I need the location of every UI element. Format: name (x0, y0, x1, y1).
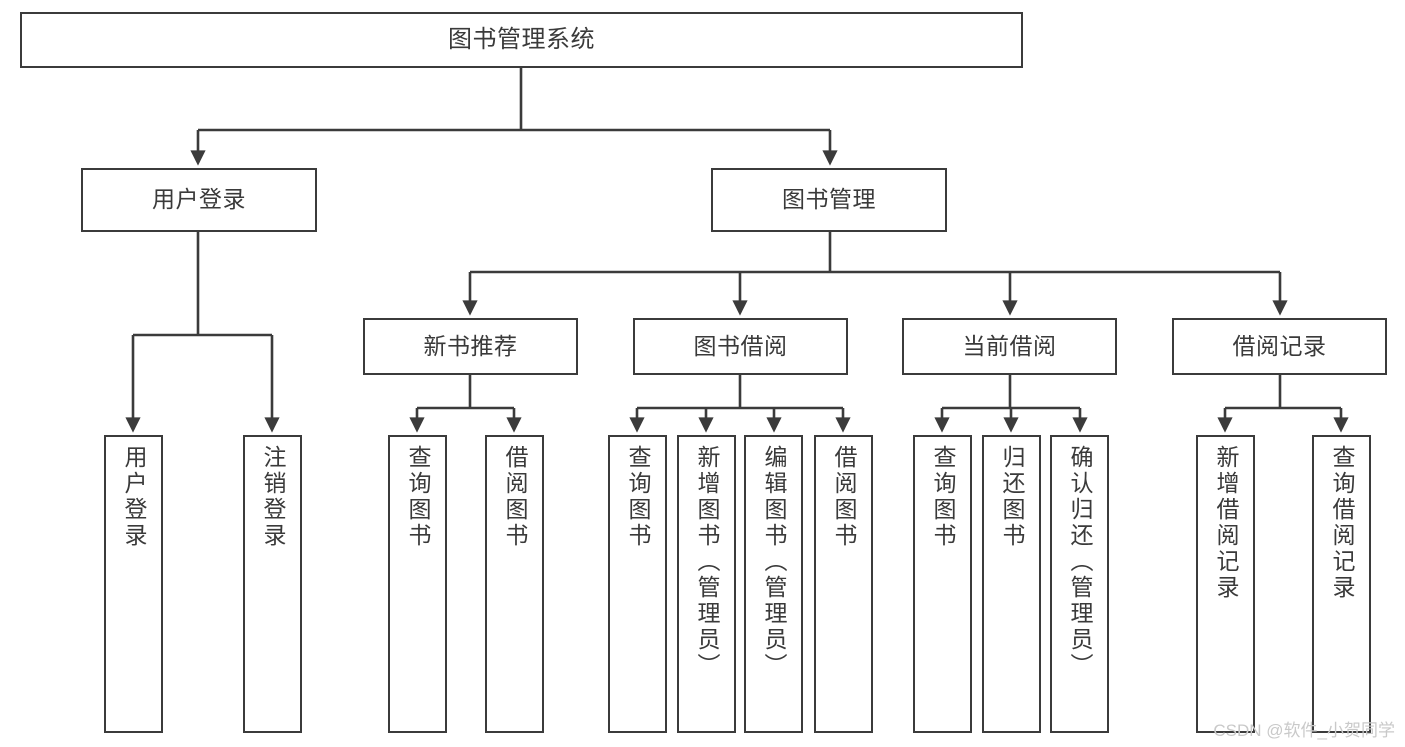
leaf-book-borrow-edit[interactable]: 编辑图书（管理员） (744, 435, 803, 733)
leaf-book-borrow-borrow[interactable]: 借阅图书 (814, 435, 873, 733)
node-root[interactable]: 图书管理系统 (20, 12, 1023, 68)
leaf-current-borrow-query-label: 查询图书 (930, 445, 956, 549)
leaf-book-borrow-add[interactable]: 新增图书（管理员） (677, 435, 736, 733)
leaf-user-login-logout[interactable]: 注销登录 (243, 435, 302, 733)
leaf-current-borrow-confirm-return[interactable]: 确认归还（管理员） (1050, 435, 1109, 733)
node-new-book-recommend[interactable]: 新书推荐 (363, 318, 578, 375)
node-book-management[interactable]: 图书管理 (711, 168, 947, 232)
node-new-book-recommend-label: 新书推荐 (423, 332, 518, 359)
node-book-borrow[interactable]: 图书借阅 (633, 318, 848, 375)
node-root-label: 图书管理系统 (448, 25, 595, 53)
leaf-borrow-record-add-label: 新增借阅记录 (1213, 445, 1239, 601)
leaf-user-login-logout-label: 注销登录 (260, 445, 286, 549)
leaf-new-book-borrow[interactable]: 借阅图书 (485, 435, 544, 733)
leaf-new-book-query-label: 查询图书 (405, 445, 431, 549)
watermark: CSDN @软件_小贺同学 (1213, 721, 1395, 740)
leaf-current-borrow-confirm-return-label: 确认归还（管理员） (1067, 445, 1093, 679)
leaf-user-login-login-label: 用户登录 (121, 445, 147, 549)
node-user-login[interactable]: 用户登录 (81, 168, 317, 232)
node-borrow-record-label: 借阅记录 (1232, 332, 1327, 359)
leaf-borrow-record-add[interactable]: 新增借阅记录 (1196, 435, 1255, 733)
leaf-book-borrow-query-label: 查询图书 (625, 445, 651, 549)
node-borrow-record[interactable]: 借阅记录 (1172, 318, 1387, 375)
node-book-management-label: 图书管理 (782, 186, 876, 213)
leaf-book-borrow-borrow-label: 借阅图书 (831, 445, 857, 549)
leaf-new-book-query[interactable]: 查询图书 (388, 435, 447, 733)
node-current-borrow-label: 当前借阅 (962, 332, 1057, 359)
leaf-book-borrow-query[interactable]: 查询图书 (608, 435, 667, 733)
node-user-login-label: 用户登录 (152, 186, 246, 213)
leaf-book-borrow-edit-label: 编辑图书（管理员） (761, 445, 787, 679)
leaf-book-borrow-add-label: 新增图书（管理员） (694, 445, 720, 679)
node-current-borrow[interactable]: 当前借阅 (902, 318, 1117, 375)
leaf-current-borrow-return-label: 归还图书 (999, 445, 1025, 549)
leaf-user-login-login[interactable]: 用户登录 (104, 435, 163, 733)
leaf-borrow-record-query-label: 查询借阅记录 (1329, 445, 1355, 601)
leaf-current-borrow-query[interactable]: 查询图书 (913, 435, 972, 733)
leaf-borrow-record-query[interactable]: 查询借阅记录 (1312, 435, 1371, 733)
node-book-borrow-label: 图书借阅 (693, 332, 788, 359)
leaf-new-book-borrow-label: 借阅图书 (502, 445, 528, 549)
leaf-current-borrow-return[interactable]: 归还图书 (982, 435, 1041, 733)
